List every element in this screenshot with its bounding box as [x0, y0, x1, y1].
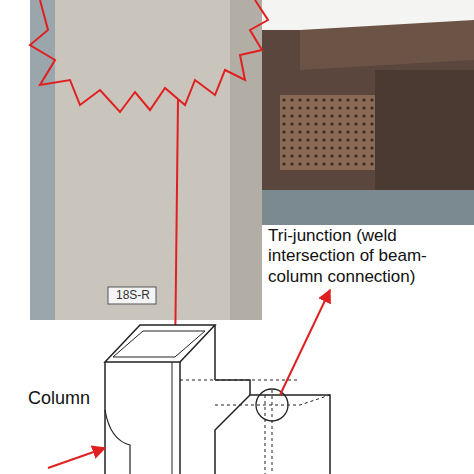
callout-label: Tri-junction (weld intersection of beam-… — [268, 226, 474, 287]
beam-column-drawing — [105, 325, 330, 474]
part-label: Column — [28, 388, 108, 410]
crack-outline — [30, 0, 268, 112]
photo — [30, 0, 474, 320]
leader-arrow — [48, 448, 105, 468]
sign-text: 18S-R — [110, 288, 156, 302]
leader-arrow — [175, 100, 178, 360]
leader-arrow — [280, 290, 330, 395]
